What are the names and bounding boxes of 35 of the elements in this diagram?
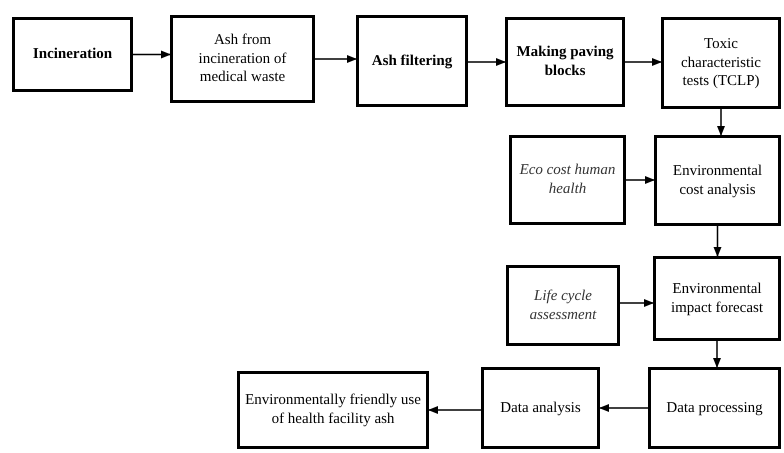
process-box: [506, 265, 620, 346]
box-label: Environmentally friendly use of health facility ash: [244, 391, 422, 429]
process-box: [356, 15, 468, 107]
process-box: [481, 367, 600, 449]
box-label: Data analysis: [500, 398, 581, 418]
process-box: [170, 15, 315, 103]
process-box: [654, 135, 781, 226]
process-box: [505, 17, 625, 107]
process-box: [648, 367, 781, 449]
process-box: [237, 371, 429, 449]
arrow: [626, 176, 655, 184]
box-label: Ash from incineration of medical waste: [198, 30, 288, 88]
box-label: Life cycle assessment: [528, 286, 598, 324]
process-box: [509, 135, 626, 225]
arrow: [714, 226, 722, 257]
arrow: [625, 58, 662, 66]
process-box: [12, 17, 133, 92]
arrow: [428, 406, 481, 414]
box-label: Environmental impact forecast: [670, 280, 764, 318]
box-label: Eco cost human health: [518, 161, 616, 199]
arrow: [620, 299, 654, 307]
arrow: [713, 341, 721, 368]
arrow: [599, 404, 648, 412]
arrow: [133, 50, 171, 58]
arrow: [468, 58, 506, 66]
box-label: Incineration: [32, 45, 112, 64]
box-label: Making paving blocks: [515, 43, 615, 81]
process-box: [661, 17, 781, 109]
arrow: [315, 55, 357, 63]
box-label: Data processing: [666, 398, 763, 418]
process-box: [653, 256, 781, 341]
box-label: Toxic characteristic tests (TCLP): [680, 34, 762, 92]
box-label: Ash filtering: [372, 52, 452, 70]
box-label: Environmental cost analysis: [672, 162, 764, 200]
arrow: [717, 109, 725, 136]
